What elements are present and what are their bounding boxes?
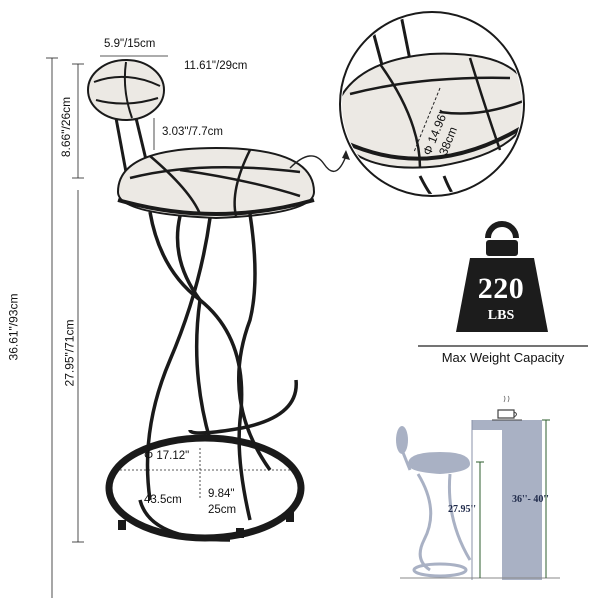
seat-rim — [117, 198, 315, 216]
base-diameter-in-label: Φ 17.12" — [144, 450, 190, 462]
base-ring — [105, 434, 305, 542]
counter-height-label: 36''- 40'' — [512, 494, 549, 505]
base-depth-cm-label: 25cm — [208, 504, 237, 516]
weight-unit: LBS — [487, 308, 515, 323]
backrest-width-label: 11.61"/29cm — [184, 60, 248, 72]
base-diameter-cm-label: 43.5cm — [144, 494, 182, 506]
stool-height-label: 27.95'' — [448, 504, 477, 515]
backrest-stitching — [93, 61, 161, 119]
stool-frame — [138, 211, 298, 542]
seat-cushion — [116, 146, 316, 220]
backrest-height-label: 5.9"/15cm — [104, 38, 156, 50]
base-depth-in-label: 9.84" — [208, 488, 235, 500]
counter-diagram — [396, 395, 560, 580]
arrow-head-icon — [342, 150, 350, 160]
total-height-label: 36.61"/93cm — [6, 293, 21, 361]
backrest-seat-gap-label: 3.03"/7.7cm — [162, 126, 223, 138]
weight-icon — [456, 221, 548, 332]
seat-stitching — [129, 149, 301, 217]
detail-connector-arrow — [289, 155, 347, 173]
weight-caption: Max Weight Capacity — [441, 350, 565, 365]
weight-value: 220 — [477, 272, 525, 305]
back-height-label: 8.66"/26cm — [59, 96, 74, 158]
base-feet — [118, 512, 294, 538]
seat-height-label: 27.95"/71cm — [62, 319, 77, 387]
